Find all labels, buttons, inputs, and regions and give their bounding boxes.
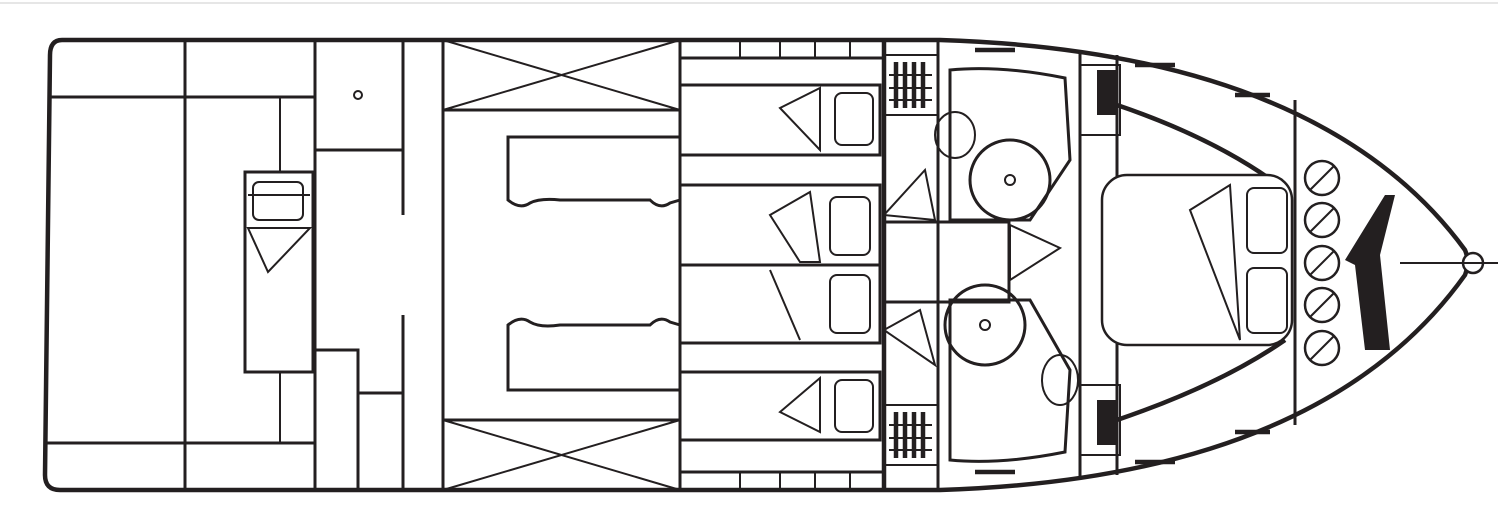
guest-cabins — [678, 40, 940, 490]
hull-outline — [42, 37, 1470, 493]
stairs — [883, 54, 939, 466]
master-cabin — [1078, 50, 1297, 480]
bathrooms — [881, 47, 1079, 475]
crossed-storage — [441, 38, 682, 492]
salon-sofas — [506, 135, 681, 392]
lockers — [313, 38, 445, 490]
bow-pulpit — [1400, 251, 1498, 275]
windlass-icon — [1345, 195, 1395, 350]
crew-cabin — [243, 170, 315, 374]
anchor-locker — [1303, 159, 1395, 367]
